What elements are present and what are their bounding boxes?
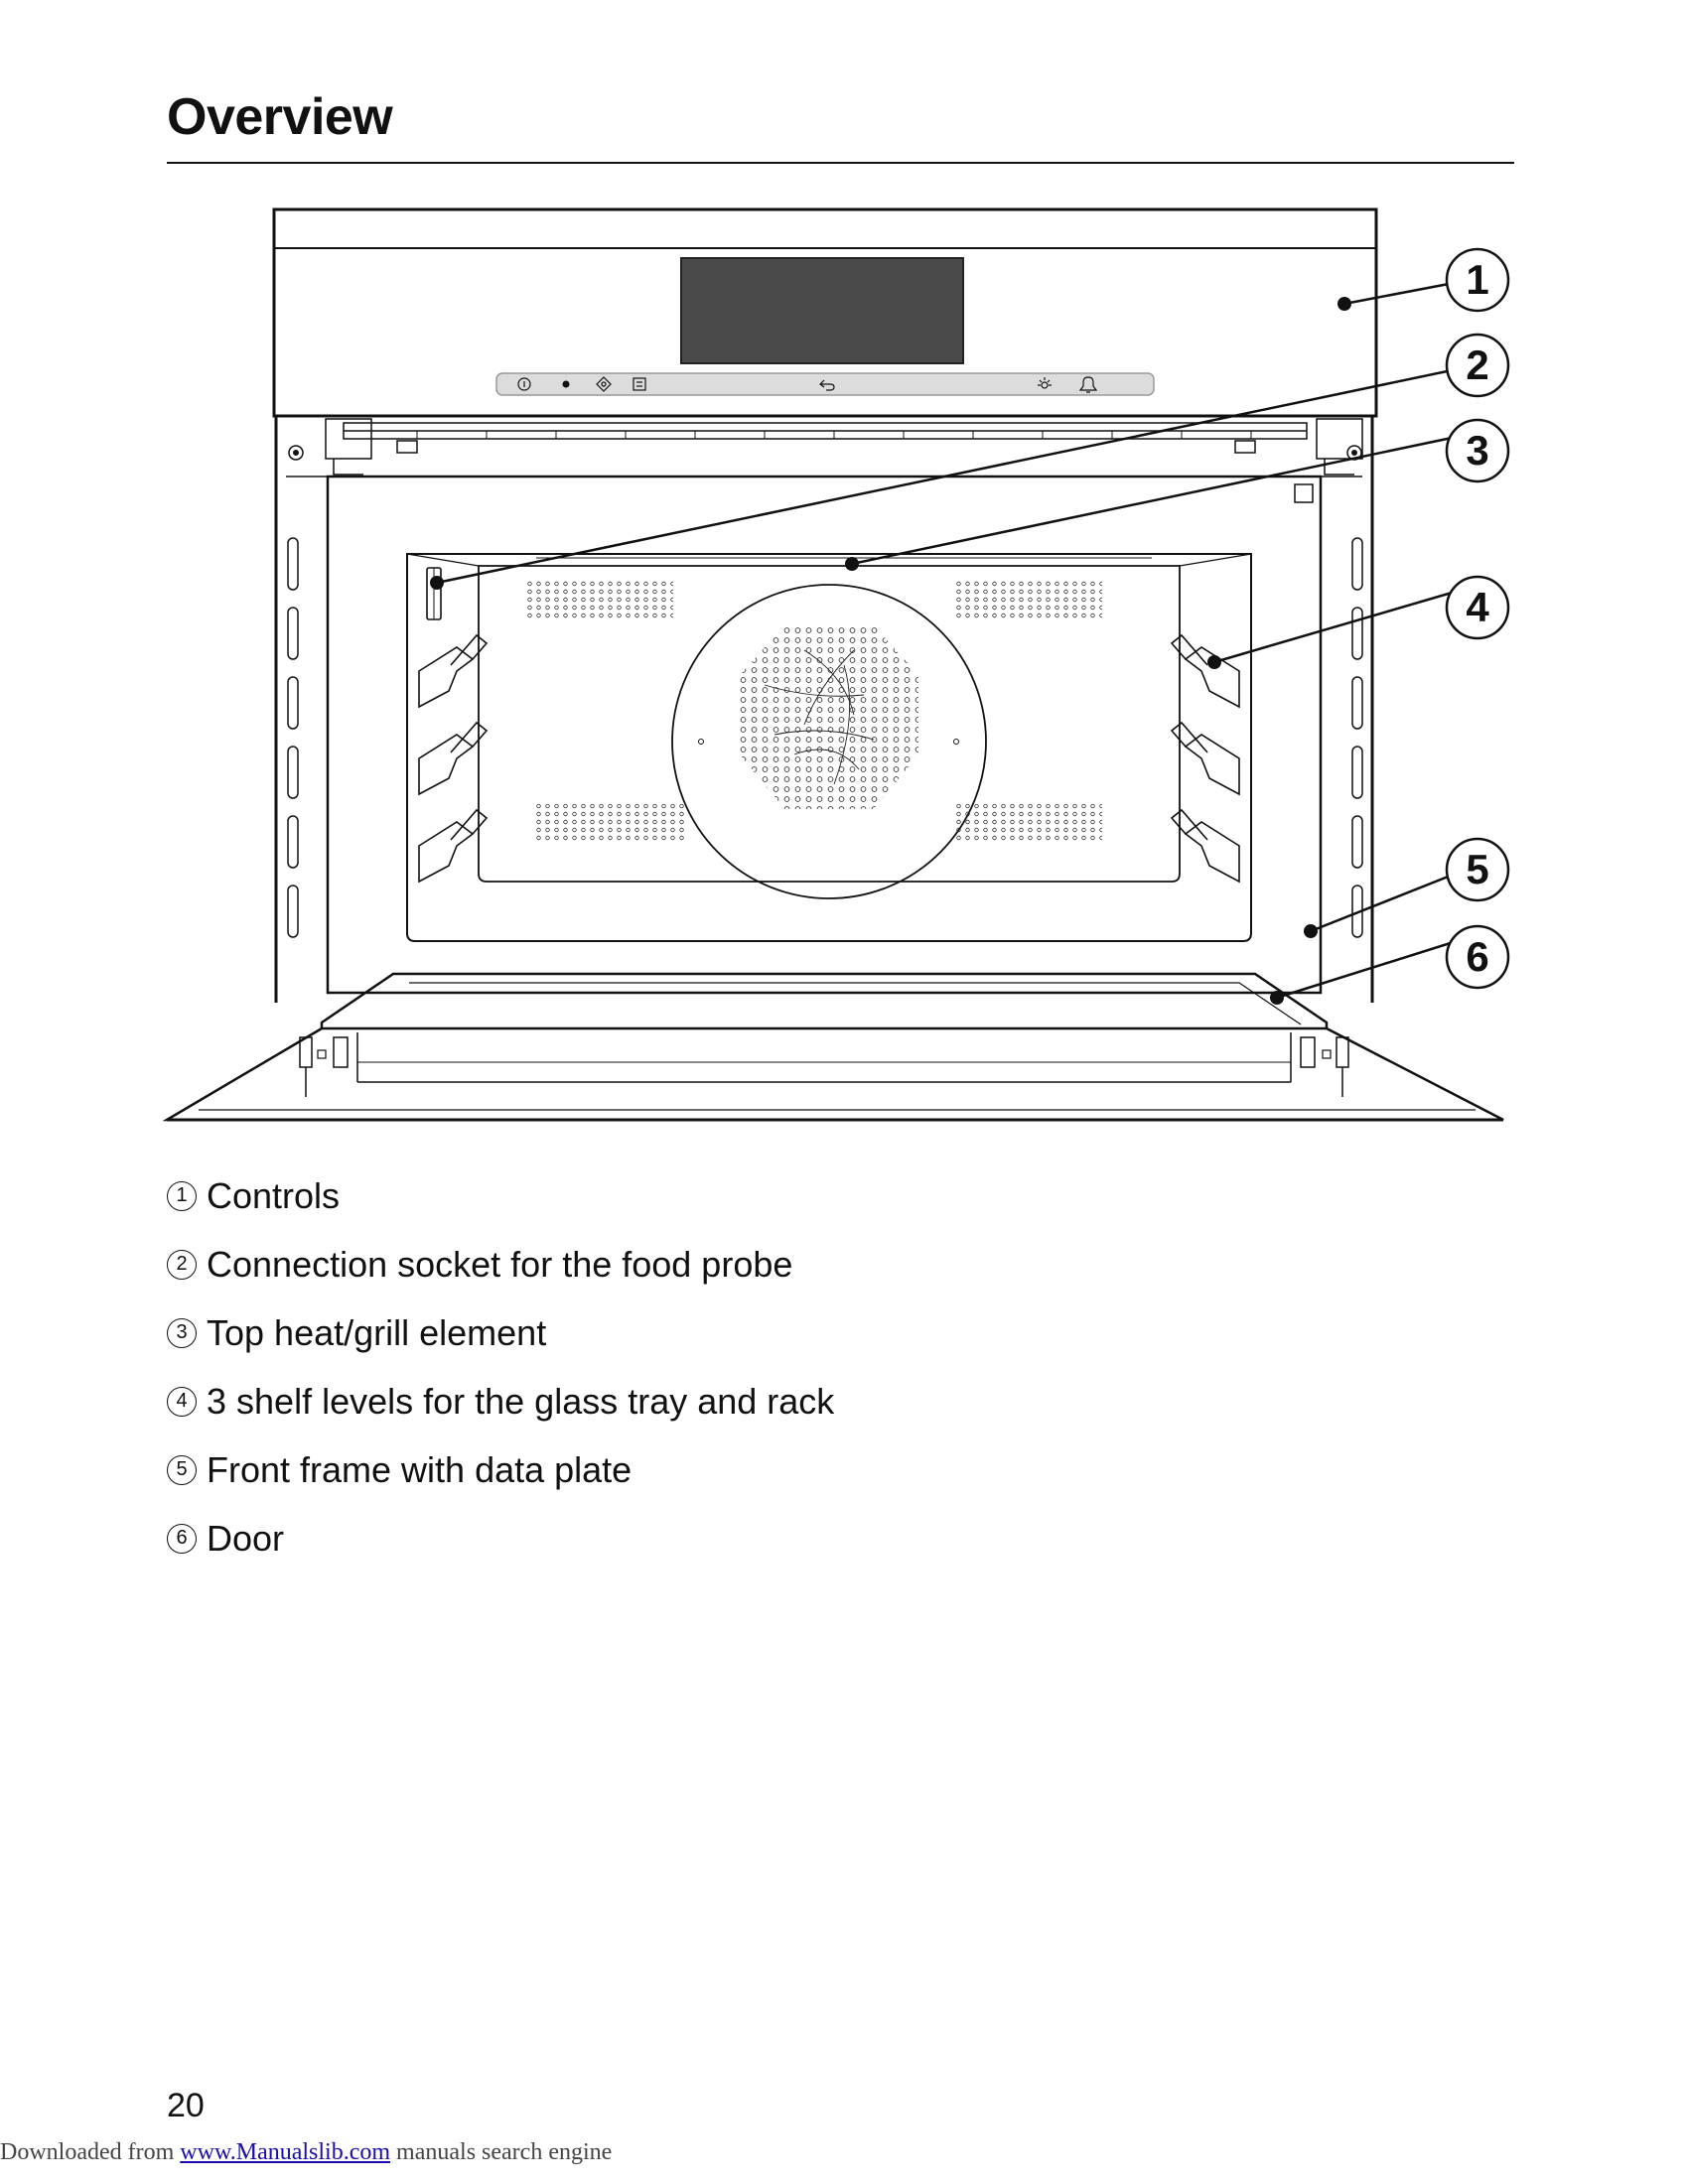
- callout-5: 5: [1445, 837, 1510, 902]
- shelf-runners-left: [418, 567, 489, 884]
- legend-label: 3 shelf levels for the glass tray and ra…: [207, 1380, 835, 1422]
- power-icon: [517, 377, 531, 391]
- legend-item: 6 Door: [167, 1504, 1458, 1572]
- oven-diagram: 1 2 3 4 5 6: [162, 207, 1510, 1122]
- footer-suffix: manuals search engine: [390, 2139, 613, 2165]
- legend-item: 5 Front frame with data plate: [167, 1435, 1458, 1504]
- light-icon: [1038, 377, 1052, 389]
- legend-label: Door: [207, 1517, 285, 1559]
- vent-strip: [325, 418, 1363, 476]
- callout-2-number: 2: [1466, 341, 1488, 388]
- fan-grille: [740, 625, 918, 809]
- vent-grid-top-right: [953, 581, 1102, 618]
- vent-grid-top-left: [524, 581, 673, 618]
- control-panel: [272, 207, 1378, 418]
- callout-1-number: 1: [1466, 256, 1488, 303]
- side-vents-right: [1351, 537, 1363, 938]
- shelf-runners-right: [1170, 633, 1240, 884]
- legend-item: 2 Connection socket for the food probe: [167, 1230, 1458, 1298]
- callout-4: 4: [1445, 575, 1510, 640]
- oven-door: [162, 972, 1504, 1122]
- bell-icon: [1078, 376, 1098, 393]
- side-frame: [274, 416, 1374, 1003]
- legend-label: Connection socket for the food probe: [207, 1243, 793, 1285]
- legend-number: 2: [167, 1249, 197, 1280]
- fan-cover: [671, 584, 987, 899]
- fan-blades: [764, 649, 875, 785]
- display-screen: [680, 257, 964, 364]
- dot-icon: [562, 380, 570, 388]
- title-divider: [167, 162, 1514, 164]
- page-title: Overview: [167, 88, 393, 146]
- menu-icon: [633, 377, 646, 391]
- legend-label: Top heat/grill element: [207, 1311, 547, 1353]
- callout-4-number: 4: [1466, 584, 1489, 630]
- callout-badges: 1 2 3 4 5 6: [1445, 247, 1510, 990]
- legend-item: 4 3 shelf levels for the glass tray and …: [167, 1367, 1458, 1435]
- legend-item: 3 Top heat/grill element: [167, 1298, 1458, 1367]
- leader-dots: [430, 297, 1351, 1005]
- leader-lines: [436, 278, 1477, 1000]
- callout-6-number: 6: [1466, 933, 1488, 980]
- callout-1: 1: [1445, 247, 1510, 313]
- legend-label: Front frame with data plate: [207, 1448, 633, 1490]
- callout-3: 3: [1445, 418, 1510, 483]
- vent-grid-bottom-right: [953, 804, 1102, 842]
- callout-6: 6: [1445, 924, 1510, 990]
- legend-number: 6: [167, 1523, 197, 1554]
- legend-number: 5: [167, 1454, 197, 1485]
- callout-5-number: 5: [1466, 846, 1488, 892]
- legend-number: 1: [167, 1180, 197, 1211]
- callout-legend: 1 Controls 2 Connection socket for the f…: [167, 1161, 1458, 1572]
- legend-number: 3: [167, 1317, 197, 1348]
- page-number: 20: [167, 2087, 205, 2124]
- side-vents-left: [287, 537, 299, 938]
- back-icon: [819, 379, 835, 391]
- legend-item: 1 Controls: [167, 1161, 1458, 1230]
- star-diamond-icon: [596, 376, 612, 392]
- front-frame: [326, 475, 1323, 995]
- legend-number: 4: [167, 1386, 197, 1417]
- callout-2: 2: [1445, 333, 1510, 398]
- callout-3-number: 3: [1466, 427, 1488, 474]
- manualslib-link[interactable]: www.Manualslib.com: [180, 2139, 391, 2165]
- oven-cavity: [406, 553, 1252, 942]
- legend-label: Controls: [207, 1174, 341, 1216]
- footer-prefix: Downloaded from: [0, 2139, 181, 2165]
- vent-grid-bottom-left: [536, 804, 685, 842]
- download-footer: Downloaded from www.Manualslib.com manua…: [0, 2139, 612, 2166]
